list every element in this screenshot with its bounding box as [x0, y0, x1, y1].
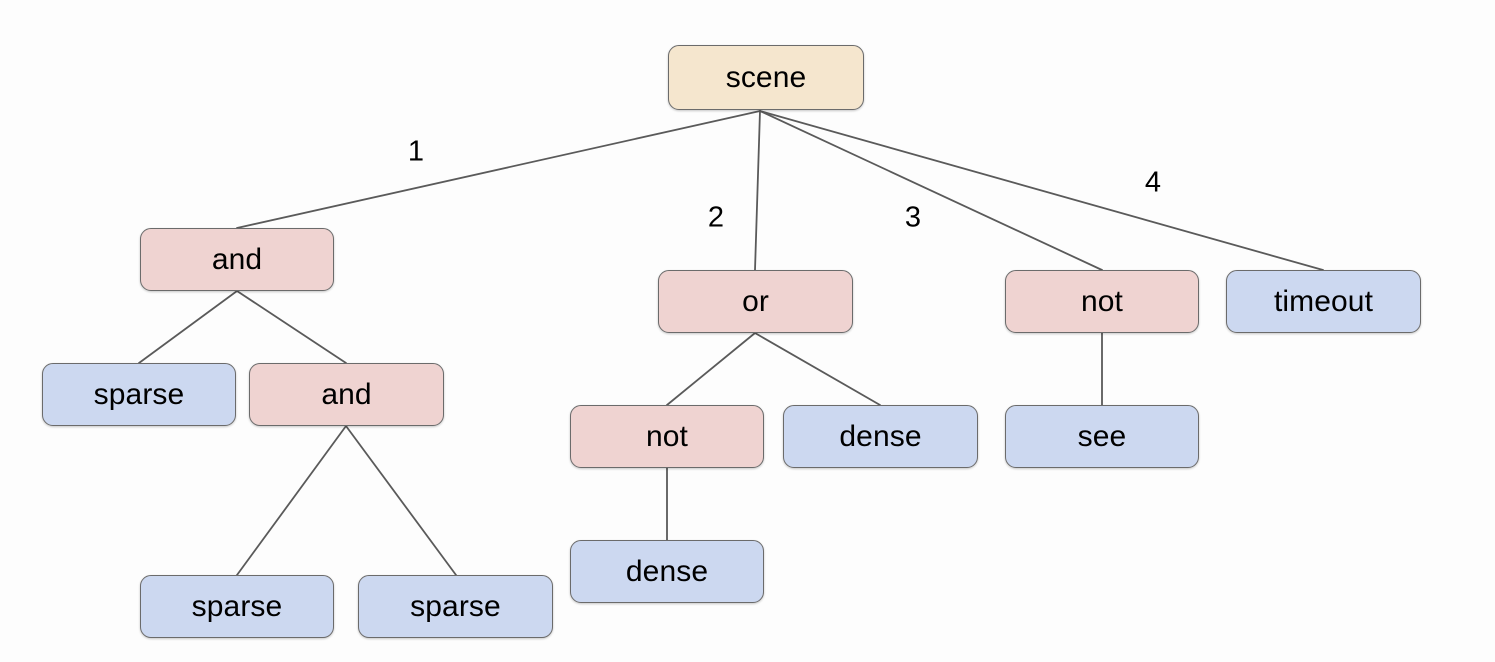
- edge-and1-to-and2: [236, 290, 347, 364]
- tree-node-see[interactable]: see: [1005, 405, 1199, 468]
- tree-node-scene[interactable]: scene: [668, 45, 864, 110]
- edge-and2-to-sparse2: [236, 425, 347, 576]
- edge-scene-to-not2: [759, 110, 1103, 271]
- tree-node-sparse3[interactable]: sparse: [358, 575, 553, 638]
- edge-scene-to-and1: [236, 110, 761, 229]
- tree-node-dense2[interactable]: dense: [570, 540, 764, 603]
- tree-node-sparse1[interactable]: sparse: [42, 363, 236, 426]
- edge-or1-to-not1: [666, 332, 756, 406]
- edge-label-2: 2: [707, 201, 725, 234]
- tree-node-and1[interactable]: and: [140, 228, 334, 291]
- edge-label-4: 4: [1144, 166, 1162, 199]
- edge-label-3: 3: [904, 201, 922, 234]
- edge-scene-to-timeout: [759, 110, 1324, 271]
- edge-and1-to-sparse1: [138, 290, 238, 364]
- tree-node-dense1[interactable]: dense: [783, 405, 978, 468]
- tree-node-not1[interactable]: not: [570, 405, 764, 468]
- edge-and2-to-sparse3: [345, 425, 457, 576]
- edge-or1-to-dense1: [754, 332, 881, 406]
- tree-node-timeout[interactable]: timeout: [1226, 270, 1421, 333]
- tree-node-sparse2[interactable]: sparse: [140, 575, 334, 638]
- tree-node-not2[interactable]: not: [1005, 270, 1199, 333]
- tree-node-or1[interactable]: or: [658, 270, 853, 333]
- edge-label-1: 1: [407, 135, 425, 168]
- edge-scene-to-or1: [754, 110, 761, 271]
- tree-node-and2[interactable]: and: [249, 363, 444, 426]
